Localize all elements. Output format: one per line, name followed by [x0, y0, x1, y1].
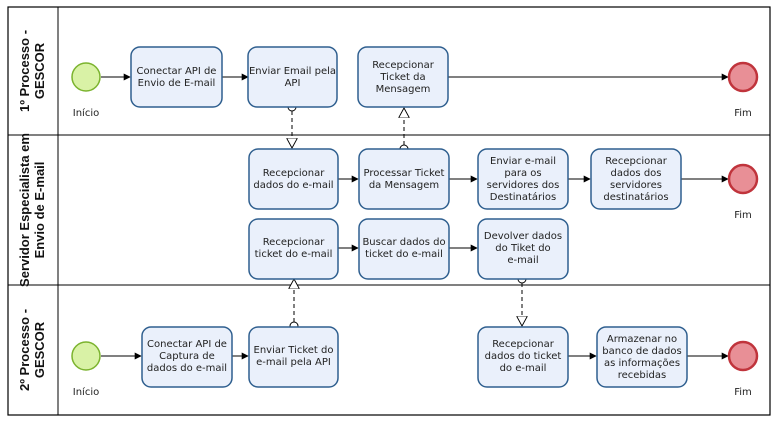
task-recepcionar-ticket-mensagem-line2: Ticket da: [379, 72, 425, 83]
message-flow-processar-to-recepcionar-ticket: [400, 108, 408, 154]
task-recepcionar-dados-ticket[interactable]: Recepcionar dados do ticket do e-mail: [477, 326, 569, 388]
task-enviar-email-servidores-line4: Destinatários: [490, 191, 557, 203]
task-recepcionar-ticket-email[interactable]: Recepcionar ticket do e-mail: [248, 218, 339, 280]
lane-label-bottom: 2º Processo - GESCOR: [17, 309, 47, 391]
lane-label-top: 1º Processo - GESCOR: [17, 30, 47, 112]
task-recepcionar-dados-servidores-line4: destinatários: [603, 191, 668, 203]
message-flows: [288, 102, 526, 331]
task-recepcionar-ticket-mensagem[interactable]: Recepcionar Ticket da Mensagem: [357, 46, 449, 108]
task-buscar-dados-ticket-line2: ticket do e-mail: [365, 249, 443, 260]
end-event-bottom[interactable]: [727, 340, 759, 372]
task-devolver-dados-ticket-line2: do Tiket do: [495, 243, 550, 254]
start-event-top[interactable]: [71, 62, 101, 92]
task-buscar-dados-ticket-line1: Buscar dados do: [362, 237, 445, 248]
task-recepcionar-dados-email-line1: Recepcionar: [263, 168, 326, 179]
task-recepcionar-dados-servidores-line2: dados dos: [610, 168, 661, 179]
task-processar-ticket[interactable]: Processar Ticket da Mensagem: [358, 148, 450, 210]
lane-label-top-line1: 1º Processo -: [17, 30, 32, 112]
task-recepcionar-dados-email[interactable]: Recepcionar dados do e-mail: [248, 148, 339, 210]
lane-label-middle-line1: Servidor Especialista em: [17, 133, 32, 287]
message-flow-devolver-to-recepcionar-dados: [518, 274, 526, 326]
start-event-bottom-label: Início: [73, 386, 99, 398]
task-processar-ticket-line1: Processar Ticket: [364, 168, 445, 179]
task-recepcionar-dados-servidores[interactable]: Recepcionar dados dos servidores destina…: [590, 148, 682, 210]
message-flow-enviar-to-recepcionar: [288, 102, 296, 148]
start-event-bottom[interactable]: [71, 341, 101, 371]
task-armazenar-banco[interactable]: Armazenar no banco de dados as informaçõ…: [596, 326, 688, 388]
task-conectar-api-envio-line2: Envio de E-mail: [138, 78, 216, 89]
task-armazenar-banco-line3: as informações: [604, 358, 680, 369]
task-devolver-dados-ticket-line1: Devolver dados: [484, 231, 562, 242]
task-recepcionar-ticket-mensagem-line1: Recepcionar: [372, 60, 435, 71]
task-conectar-api-captura-line3: dados do e-mail: [147, 363, 227, 374]
task-enviar-email-servidores-line1: Enviar e-mail: [490, 156, 556, 167]
task-enviar-ticket-api-line2: e-mail pela API: [256, 357, 331, 368]
task-enviar-ticket-api[interactable]: Enviar Ticket do e-mail pela API: [248, 326, 339, 388]
task-recepcionar-ticket-email-line2: ticket do e-mail: [255, 249, 333, 260]
task-enviar-ticket-api-line1: Enviar Ticket do: [254, 345, 334, 356]
lane-label-bottom-line2: GESCOR: [32, 321, 47, 378]
end-event-middle[interactable]: [727, 163, 759, 195]
end-event-top-label: Fim: [734, 108, 752, 119]
end-event-bottom-label: Fim: [734, 387, 752, 398]
task-recepcionar-dados-servidores-line1: Recepcionar: [605, 156, 668, 167]
end-event-top[interactable]: [727, 61, 759, 93]
task-conectar-api-captura[interactable]: Conectar API de Captura de dados do e-ma…: [141, 326, 233, 388]
message-flow-enviar-ticket-to-recepcionar-ticket: [290, 279, 298, 331]
task-recepcionar-ticket-email-line1: Recepcionar: [263, 237, 326, 248]
start-event-top-label: Início: [73, 107, 99, 119]
sequence-flows: [101, 73, 729, 360]
task-enviar-email-api[interactable]: Enviar Email pela API: [247, 46, 338, 108]
task-armazenar-banco-line4: recebidas: [618, 370, 667, 381]
task-conectar-api-captura-line2: Captura de: [159, 351, 215, 362]
end-event-middle-label: Fim: [734, 210, 752, 221]
task-buscar-dados-ticket[interactable]: Buscar dados do ticket do e-mail: [358, 218, 450, 280]
task-conectar-api-captura-line1: Conectar API de: [147, 339, 227, 350]
task-recepcionar-ticket-mensagem-line3: Mensagem: [376, 84, 431, 95]
task-recepcionar-dados-ticket-line1: Recepcionar: [492, 339, 555, 350]
task-recepcionar-dados-ticket-line3: do e-mail: [500, 363, 547, 374]
task-devolver-dados-ticket-line3: e-mail: [507, 255, 538, 266]
task-recepcionar-dados-servidores-line3: servidores: [610, 180, 662, 191]
task-conectar-api-envio-line1: Conectar API de: [137, 66, 217, 77]
task-enviar-email-servidores-line3: servidores dos: [487, 180, 560, 191]
task-armazenar-banco-line1: Armazenar no: [607, 334, 677, 345]
task-enviar-email-servidores-line2: para os: [504, 168, 541, 179]
task-recepcionar-dados-ticket-line2: dados do ticket: [485, 351, 562, 362]
task-enviar-email-api-line2: API: [285, 78, 301, 89]
task-enviar-email-api-line1: Enviar Email pela: [249, 66, 336, 77]
lane-label-bottom-line1: 2º Processo -: [17, 309, 32, 391]
lane-label-middle-line2: Envio de E-mail: [32, 162, 47, 259]
lane-label-middle: Servidor Especialista em Envio de E-mail: [17, 133, 47, 287]
task-armazenar-banco-line2: banco de dados: [602, 346, 681, 357]
task-devolver-dados-ticket[interactable]: Devolver dados do Tiket do e-mail: [477, 218, 569, 280]
pool: [7, 6, 771, 416]
task-enviar-email-servidores[interactable]: Enviar e-mail para os servidores dos Des…: [477, 148, 569, 210]
task-recepcionar-dados-email-line2: dados do e-mail: [253, 180, 333, 191]
task-processar-ticket-line2: da Mensagem: [369, 180, 439, 191]
task-conectar-api-envio[interactable]: Conectar API de Envio de E-mail: [130, 46, 223, 108]
lane-label-top-line2: GESCOR: [32, 42, 47, 99]
